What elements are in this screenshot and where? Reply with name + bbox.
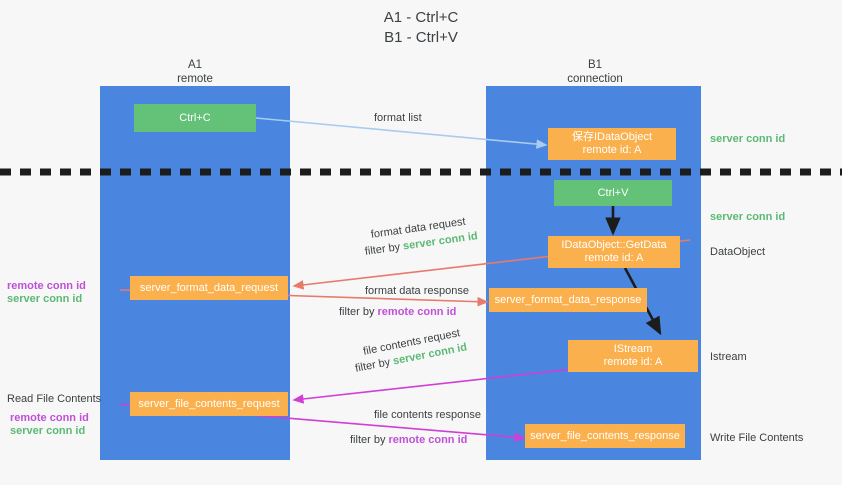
box-ctrl-c-label: Ctrl+C — [179, 111, 211, 124]
box-idataobject-getdata-line1: IDataObject::GetData — [561, 239, 667, 251]
right-label-dataobject: DataObject — [710, 246, 766, 258]
edge-label-file-contents-response-filter: filter by remote conn id — [350, 433, 467, 447]
box-server-file-contents-response[interactable]: server_file_contents_response — [525, 424, 685, 448]
box-ctrl-v[interactable]: Ctrl+V — [554, 180, 672, 206]
box-ctrl-v-label: Ctrl+V — [597, 186, 629, 199]
filter-prefix-1: filter by — [364, 240, 404, 258]
right-label-server-conn-id-top: server conn id — [710, 133, 786, 145]
lane-header-a1-name: A1 — [187, 59, 203, 71]
box-idataobject-getdata[interactable]: IDataObject::GetData remote id: A — [548, 236, 680, 268]
lane-header-a1-role: remote — [177, 73, 213, 85]
lane-header-b1: B1 connection — [530, 58, 660, 86]
right-label-write-file-contents: Write File Contents — [710, 432, 804, 444]
box-istream[interactable]: IStream remote id: A — [568, 340, 698, 372]
filter-key-4: remote conn id — [388, 434, 468, 446]
edge-label-file-contents-response: file contents response — [374, 409, 482, 421]
filter-prefix-2: filter by — [339, 306, 378, 318]
left-label-server-conn-id-2: server conn id — [10, 425, 86, 437]
left-label-remote-conn-id-2: remote conn id — [10, 412, 89, 424]
left-label-read-file-contents: Read File Contents — [7, 393, 102, 405]
edge-label-format-list: format list — [374, 112, 422, 124]
right-label-server-conn-id-mid: server conn id — [710, 211, 786, 223]
box-server-format-data-request[interactable]: server_format_data_request — [130, 276, 288, 300]
lane-header-b1-role: connection — [567, 73, 623, 85]
left-label-remote-conn-id-1: remote conn id — [7, 280, 86, 292]
filter-key-2: remote conn id — [377, 306, 457, 318]
box-save-idataobject[interactable]: 保存IDataObject remote id: A — [548, 128, 676, 160]
page-title: A1 - Ctrl+C B1 - Ctrl+V — [383, 9, 459, 46]
edge-label-format-data-response: format data response — [365, 285, 469, 297]
lane-header-a1: A1 remote — [130, 58, 260, 86]
box-server-format-data-response-label: server_format_data_response — [494, 293, 642, 306]
box-save-idataobject-line2: remote id: A — [582, 144, 642, 156]
box-server-file-contents-request-label: server_file_contents_request — [138, 397, 280, 410]
box-istream-line2: remote id: A — [603, 356, 663, 368]
edge-label-format-data-response-filter: filter by remote conn id — [339, 305, 456, 319]
box-ctrl-c[interactable]: Ctrl+C — [134, 104, 256, 132]
box-server-file-contents-request[interactable]: server_file_contents_request — [130, 392, 288, 416]
box-server-format-data-response[interactable]: server_format_data_response — [489, 288, 647, 312]
right-label-istream: Istream — [710, 351, 747, 363]
left-label-server-conn-id-1: server conn id — [7, 293, 83, 305]
box-istream-line1: IStream — [613, 343, 653, 355]
filter-prefix-4: filter by — [350, 434, 389, 446]
lane-header-b1-name: B1 — [587, 59, 603, 71]
box-server-file-contents-response-label: server_file_contents_response — [530, 429, 680, 442]
filter-prefix-3: filter by — [354, 355, 395, 375]
box-idataobject-getdata-line2: remote id: A — [584, 252, 644, 264]
box-save-idataobject-line1: 保存IDataObject — [571, 131, 653, 143]
box-server-format-data-request-label: server_format_data_request — [139, 281, 279, 294]
